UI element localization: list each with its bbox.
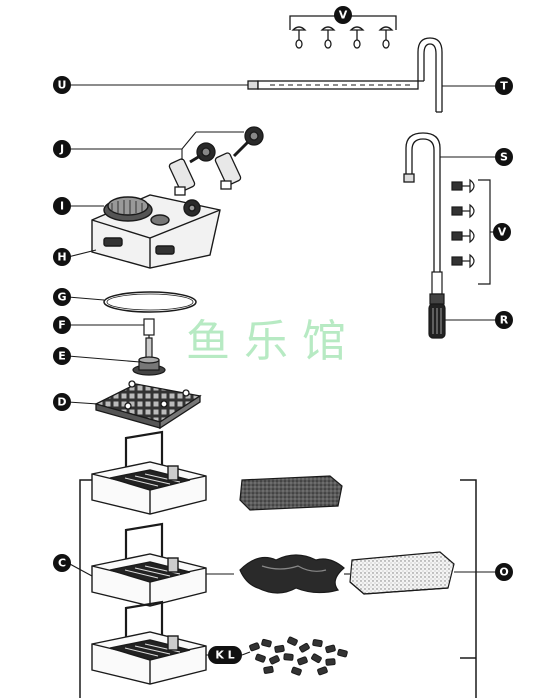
svg-text:V: V — [339, 9, 348, 22]
spray-bar — [247, 80, 419, 90]
intake-strainer — [428, 271, 446, 339]
label-j: J — [53, 140, 71, 158]
label-d: D — [53, 393, 71, 411]
media-basket-top — [91, 430, 207, 515]
label-t: T — [495, 77, 513, 95]
filter-head — [91, 194, 221, 269]
svg-text:U: U — [58, 79, 67, 92]
coarse-sponge — [239, 475, 343, 511]
svg-text:V: V — [498, 226, 507, 239]
svg-text:S: S — [500, 151, 508, 164]
intake-pipe — [403, 132, 441, 272]
svg-text:T: T — [500, 80, 508, 93]
suction-cups-top — [289, 8, 397, 49]
label-h: H — [53, 248, 71, 266]
label-v-top: V — [334, 6, 352, 24]
label-s: S — [495, 148, 513, 166]
hose-valves — [168, 126, 264, 196]
ceramic-rings — [249, 636, 348, 676]
svg-text:K L: K L — [215, 649, 234, 662]
svg-text:F: F — [58, 319, 66, 332]
svg-text:R: R — [500, 314, 509, 327]
label-g: G — [53, 288, 71, 306]
grid-plate — [94, 380, 202, 430]
svg-text:H: H — [57, 251, 66, 264]
label-r: R — [495, 311, 513, 329]
svg-text:C: C — [58, 557, 66, 570]
impeller — [132, 337, 166, 376]
label-c: C — [53, 554, 71, 572]
label-i: I — [53, 197, 71, 215]
svg-text:E: E — [58, 350, 66, 363]
bracket-c — [79, 479, 92, 698]
watermark-text: 鱼 乐 馆 — [186, 316, 346, 367]
svg-text:G: G — [57, 291, 66, 304]
svg-text:O: O — [499, 566, 508, 579]
leader-lines — [67, 84, 498, 656]
svg-text:I: I — [60, 200, 64, 213]
outlet-pipe — [417, 37, 443, 113]
fine-sponge — [349, 551, 455, 595]
gasket-ring — [103, 291, 197, 313]
label-f: F — [53, 316, 71, 334]
carbon-pad — [239, 554, 345, 594]
label-o: O — [495, 563, 513, 581]
label-e: E — [53, 347, 71, 365]
svg-text:D: D — [57, 396, 66, 409]
label-kl: K L — [208, 646, 242, 664]
label-u: U — [53, 76, 71, 94]
media-basket-middle — [91, 522, 207, 607]
svg-text:J: J — [59, 143, 64, 156]
media-basket-bottom — [91, 600, 207, 685]
bracket-o — [460, 479, 477, 698]
suction-clips-side — [451, 178, 491, 285]
label-v-side: V — [493, 223, 511, 241]
